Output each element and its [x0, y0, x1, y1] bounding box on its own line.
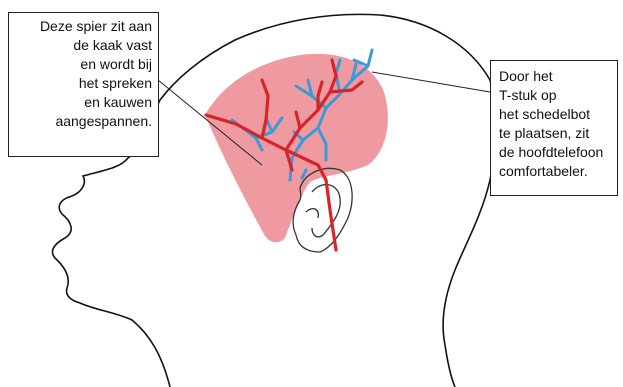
callout-right-line: comfortabeler. [499, 162, 613, 181]
callout-right-line: het schedelbot [499, 105, 613, 124]
leader-line-right [372, 72, 490, 92]
callout-left-line: en wordt bij [13, 55, 152, 74]
callout-right: Door het T-stuk op het schedelbot te pla… [490, 60, 618, 196]
callout-left-line: aangespannen. [13, 112, 152, 131]
callout-left-line: Deze spier zit aan [13, 17, 152, 36]
callout-right-line: te plaatsen, zit [499, 124, 613, 143]
callout-left-line: en kauwen [13, 93, 152, 112]
callout-right-line: T-stuk op [499, 86, 613, 105]
callout-left-line: het spreken [13, 74, 152, 93]
ear-canal [306, 209, 318, 218]
callout-right-line: Door het [499, 67, 613, 86]
callout-left: Deze spier zit aan de kaak vast en wordt… [8, 12, 159, 157]
callout-left-line: de kaak vast [13, 36, 152, 55]
callout-right-line: de hoofdtelefoon [499, 143, 613, 162]
